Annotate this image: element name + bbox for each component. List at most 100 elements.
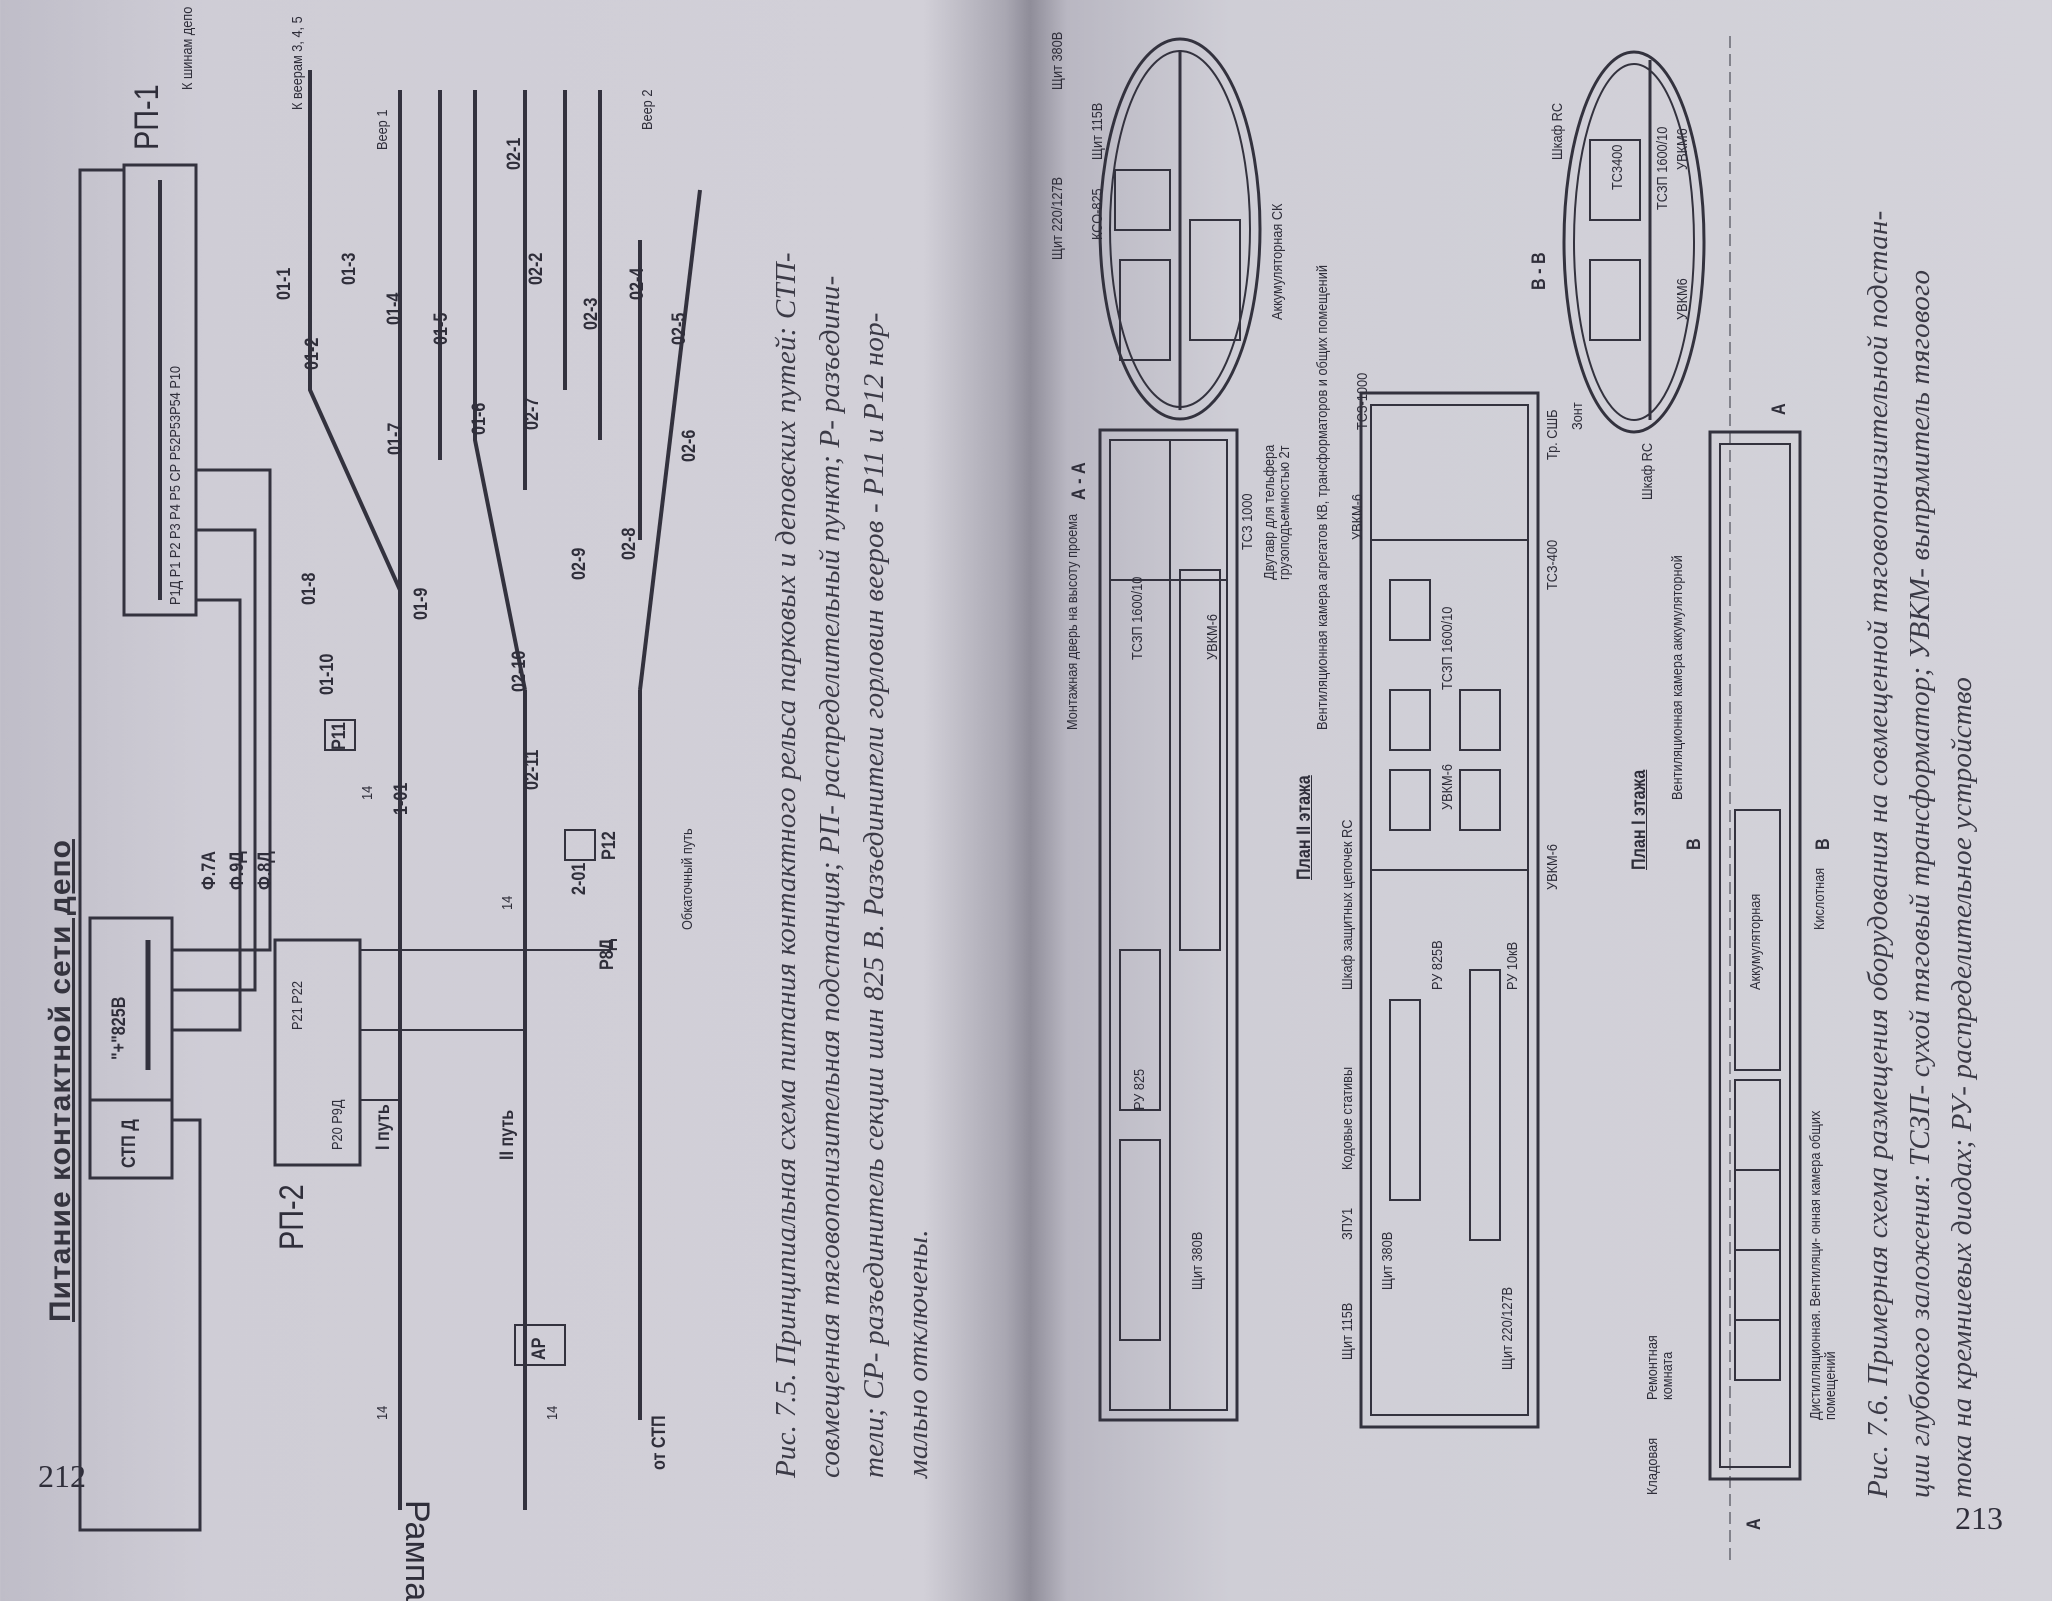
label-storage: Кладовая: [1644, 1437, 1661, 1495]
label-shch220: Щит 220/127В: [1499, 1286, 1516, 1370]
section-label: 01-7: [385, 422, 406, 455]
section-label: 02-1: [504, 137, 525, 170]
caption-line: совмещенная тяговопонизительная подстанц…: [814, 275, 846, 1478]
label-uvkm-2: УВКМ-6: [1349, 494, 1366, 540]
plan2-upper-outline: [1098, 428, 1239, 1422]
gap-label: 14: [359, 785, 376, 800]
to-fans-label: К веерам 3, 4, 5: [289, 16, 306, 110]
stp-label: СТП Д: [119, 1119, 140, 1168]
section-aa-label: А - А: [1069, 462, 1090, 500]
label-ts3400: ТС3400: [1609, 144, 1626, 190]
label-zont: Зонт: [1569, 402, 1586, 430]
label-distillation: Дистилляционная. Вентиляци- онная камера…: [1807, 1110, 1839, 1420]
left-page-rotated-content: Питание контактной сети депо: [0, 0, 1000, 1601]
label-repair: Ремонтная комната: [1644, 1335, 1676, 1400]
section-label: 01-5: [431, 312, 452, 345]
section-mark-b: В: [1684, 838, 1705, 850]
r12-label: Р12: [599, 831, 620, 860]
rp1-label: РП-1: [128, 84, 166, 150]
label-hoist: Двутавр для тельфера грузоподъемностью 2…: [1261, 444, 1293, 580]
section-label: 02-3: [581, 297, 602, 330]
track-1-label: I путь: [373, 1104, 394, 1150]
ar-label: АР: [529, 1337, 550, 1360]
label-ru825b: РУ 825В: [1429, 940, 1446, 990]
label-shkaf-rc-2: Шкаф RC: [1639, 442, 1656, 500]
plan2-lower-outline: [1359, 391, 1540, 1429]
caption-line: тели; СР- разъединитель секции шин 825 В…: [858, 312, 890, 1478]
right-page-rotated-content: Щит 380В Щит 220/127В Щит 115В КСО-825 А…: [1030, 0, 2052, 1590]
fan1-label: Веер 1: [374, 109, 391, 150]
label-shch380: Щит 380В: [1189, 1231, 1206, 1290]
label-tszp-1: ТСЗП 1600/10: [1129, 576, 1146, 660]
label-shch220-top: Щит 220/127В: [1049, 176, 1066, 260]
caption-line: ции глубокого заложения: ТСЗП- сухой тяг…: [1904, 269, 1936, 1498]
label-shch115: Щит 115В: [1339, 1302, 1356, 1360]
power-supply-schematic: [78, 70, 702, 1532]
rp2-switches-bottom: Р20 Р9Д: [329, 1099, 346, 1150]
section-label: 01-2: [302, 337, 323, 370]
section-mark-a: А: [1769, 403, 1790, 415]
gap-label: 14: [499, 895, 516, 910]
section-mark-b: В: [1813, 838, 1834, 850]
section-label: 02-9: [569, 547, 590, 580]
rp2-box: [273, 938, 362, 1167]
section-label: 02-4: [627, 267, 648, 300]
section-circle-2: [1562, 50, 1706, 434]
label-tsz1000-a: ТСЗ 1000: [1239, 493, 1256, 550]
label-vent-battery: Вентиляционная камера аккумуляторной: [1669, 555, 1686, 800]
page-number-left: 212: [38, 1458, 86, 1494]
r8d-label: Р8Д: [597, 938, 618, 970]
section-label: 01-10: [317, 653, 338, 695]
label-uvkm-4: УВКМ-6: [1544, 844, 1561, 890]
r11-label: Р11: [329, 722, 350, 750]
fan2-label: Веер 2: [639, 89, 656, 130]
page-number-right: 213: [1955, 1500, 2003, 1536]
section-label: 01-3: [339, 252, 360, 285]
section-label: 01-6: [469, 402, 490, 435]
label-kso: КСО-825: [1089, 188, 1106, 240]
feeder-label: Ф.8Д: [255, 851, 276, 890]
label-uvkm-3: УВКМ-6: [1439, 764, 1456, 810]
gap-label: 14: [374, 1405, 391, 1420]
caption-line: Рис. 7.6. Примерная схема размещения обо…: [1862, 210, 1894, 1498]
label-uvkm-5: УВКМ6: [1674, 278, 1691, 320]
rp1-box: [122, 163, 198, 617]
label-uvkm-1: УВКМ-6: [1204, 614, 1221, 660]
label-zpu: ЗПУ1: [1339, 1207, 1356, 1240]
label-tr-ssh: Тр. СШБ: [1544, 409, 1561, 460]
label-rc-cabinet: Шкаф защитных цепочек RC: [1339, 819, 1356, 990]
label-shch115-top: Щит 115В: [1089, 102, 1106, 160]
section-label: 02-8: [619, 527, 640, 560]
plan1-title: План I этажа: [1629, 769, 1650, 870]
section-label: 02-10: [509, 650, 530, 692]
label-ru825: РУ 825: [1131, 1068, 1148, 1110]
label-battery: Аккумуляторная: [1747, 893, 1764, 990]
label-shkaf-rc-1: Шкаф RC: [1549, 102, 1566, 160]
to-depot-buses-label: К шинам депо: [179, 6, 196, 90]
plan2-title: План II этажа: [1294, 775, 1315, 880]
section-circle-1: [1098, 37, 1262, 421]
label-battery-sk: Аккумуляторная СК: [1269, 203, 1286, 320]
label-tsz1000-b: ТСЗ-1000: [1354, 372, 1371, 430]
test-track-label: Обкаточный путь: [679, 828, 696, 930]
rp1-switches: Р1Д Р1 Р2 Р3 Р4 Р5 СР Р52Р53Р54 Р10: [167, 365, 184, 605]
label-tszp-3: ТСЗП 1600/10: [1654, 126, 1671, 210]
section-label: 02-5: [669, 312, 690, 345]
label-uvkm-6: УВКМ6: [1674, 128, 1691, 170]
plan1-outline: [1708, 430, 1802, 1481]
label-shch380-top: Щит 380В: [1049, 31, 1066, 90]
stp-box: [88, 916, 174, 1180]
caption-line: Рис. 7.5. Принципиальная схема питания к…: [770, 252, 802, 1478]
caption-line: тока на кремниевых диодах; РУ- распредел…: [1946, 676, 1978, 1498]
section-label: 02-7: [522, 397, 543, 430]
section-mark-a: А: [1744, 1518, 1765, 1530]
track-2-label: II путь: [497, 1109, 518, 1160]
label-door: Монтажная дверь на высоту проема: [1064, 513, 1081, 730]
label-code-racks: Кодовые стативы: [1339, 1066, 1356, 1170]
label-acid: Кислотная: [1811, 867, 1828, 930]
label-ventilation: Вентиляционная камера агрегатов КВ, тран…: [1314, 265, 1331, 730]
feeder-label: Ф.7А: [199, 851, 220, 890]
label-tszp-2: ТСЗП 1600/10: [1439, 606, 1456, 690]
feeder-label: Ф.9Д: [227, 851, 248, 890]
section-label: 01-1: [274, 267, 295, 300]
